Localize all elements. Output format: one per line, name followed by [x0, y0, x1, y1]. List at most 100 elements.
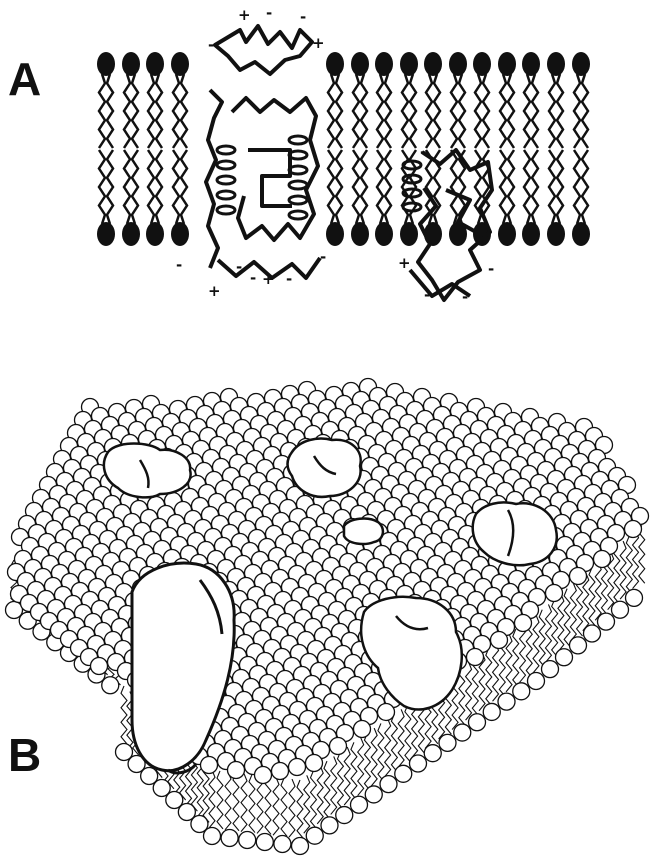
lipid-head: [570, 568, 587, 585]
charge-sign: -: [250, 269, 256, 287]
lipid-head: [546, 585, 563, 602]
charge-sign: -: [424, 286, 430, 304]
lipid-tail: [351, 742, 357, 800]
lipid-tail: [557, 150, 563, 224]
lipid-tail: [241, 774, 247, 832]
lipid-tail: [107, 150, 113, 224]
lipid-tail: [533, 615, 539, 673]
lipid-tail: [156, 74, 162, 148]
lipid-tail: [391, 714, 397, 772]
lipid-tail: [475, 74, 481, 148]
lipid-tail: [265, 776, 271, 834]
lipid-tail: [402, 74, 408, 148]
lipid-tail: [377, 74, 383, 148]
lipid-tail: [532, 74, 538, 148]
lipid-tail: [336, 150, 342, 224]
lipid-tail: [524, 74, 530, 148]
charge-sign: -: [176, 256, 182, 274]
lipid-head: [626, 589, 643, 606]
lipid-tail: [107, 74, 113, 148]
lipid-tail: [209, 770, 215, 828]
lipid-tail: [337, 752, 343, 810]
lipid-tail: [353, 150, 359, 224]
lipid-head: [351, 796, 368, 813]
lipid-head: [598, 613, 615, 630]
lipid-tail: [217, 771, 223, 829]
lipid-tail: [385, 719, 391, 777]
lipid-tail: [557, 74, 563, 148]
lipid-head: [584, 625, 601, 642]
lipid-head: [625, 521, 642, 538]
lipid-tail: [336, 74, 342, 148]
lipid-head: [330, 738, 347, 755]
lipid-head: [400, 222, 418, 246]
lipid-tail: [532, 150, 538, 224]
lipid-tail: [132, 74, 138, 148]
lipid-head: [91, 658, 108, 675]
lipid-head: [365, 786, 382, 803]
lipid-tail: [633, 531, 639, 589]
bilayer-cross-section: + - - - + - - + - + - - - + - - - -: [97, 4, 590, 306]
lipid-tail: [364, 733, 370, 791]
lipid-tail: [297, 780, 303, 838]
lipid-tail: [508, 150, 514, 224]
lipid-head: [498, 222, 516, 246]
lipid-tail: [257, 775, 263, 833]
lipid-tail: [331, 756, 337, 814]
lipid-head: [439, 734, 456, 751]
lipid-head: [400, 52, 418, 76]
lipid-head: [528, 673, 545, 690]
lipid-tail: [410, 74, 416, 148]
lipid-tail: [344, 747, 350, 805]
lipid-tail: [310, 771, 316, 829]
lipid-tail: [513, 629, 519, 687]
lipid-tail: [574, 74, 580, 148]
lipid-tail: [549, 150, 555, 224]
lipid-tail: [549, 74, 555, 148]
lipid-head: [351, 52, 369, 76]
charge-sign: +: [208, 282, 221, 300]
lipid-head: [255, 767, 272, 784]
lipid-head: [513, 683, 530, 700]
lipid-head: [572, 222, 590, 246]
fluid-mosaic-model: [6, 379, 649, 855]
protein-globule: [344, 519, 383, 544]
lipid-tail: [317, 766, 323, 824]
lipid-tail: [361, 150, 367, 224]
upper-lipid-leaflet: [97, 52, 590, 148]
lipid-tail: [582, 74, 588, 148]
lipid-tail: [524, 150, 530, 224]
lipid-tail: [558, 594, 564, 652]
lipid-tail: [493, 643, 499, 701]
charge-sign: -: [286, 270, 292, 288]
lipid-tail: [564, 589, 570, 647]
lipid-head: [201, 757, 218, 774]
lipid-head: [351, 222, 369, 246]
lipid-head: [122, 52, 140, 76]
lipid-head: [256, 834, 273, 851]
lipid-head: [556, 649, 573, 666]
lipid-head: [424, 745, 441, 762]
lipid-head: [122, 222, 140, 246]
lipid-tail: [426, 74, 432, 148]
lipid-head: [594, 551, 611, 568]
lipid-tail: [486, 648, 492, 706]
lipid-tail: [459, 74, 465, 148]
lipid-tail: [582, 150, 588, 224]
charge-sign: +: [238, 6, 251, 24]
lipid-head: [204, 828, 221, 845]
lipid-head: [228, 762, 245, 779]
lipid-tail: [589, 568, 595, 626]
lipid-tail: [181, 150, 187, 224]
lipid-head: [612, 601, 629, 618]
lipid-head: [454, 724, 471, 741]
lipid-tail: [124, 74, 130, 148]
lipid-head: [572, 52, 590, 76]
charge-sign: -: [266, 4, 272, 22]
lipid-tail: [99, 74, 105, 148]
charge-sign: -: [420, 143, 426, 161]
lipid-tail: [577, 578, 583, 636]
lipid-head: [336, 807, 353, 824]
lipid-head: [292, 838, 309, 855]
lipid-head: [424, 52, 442, 76]
